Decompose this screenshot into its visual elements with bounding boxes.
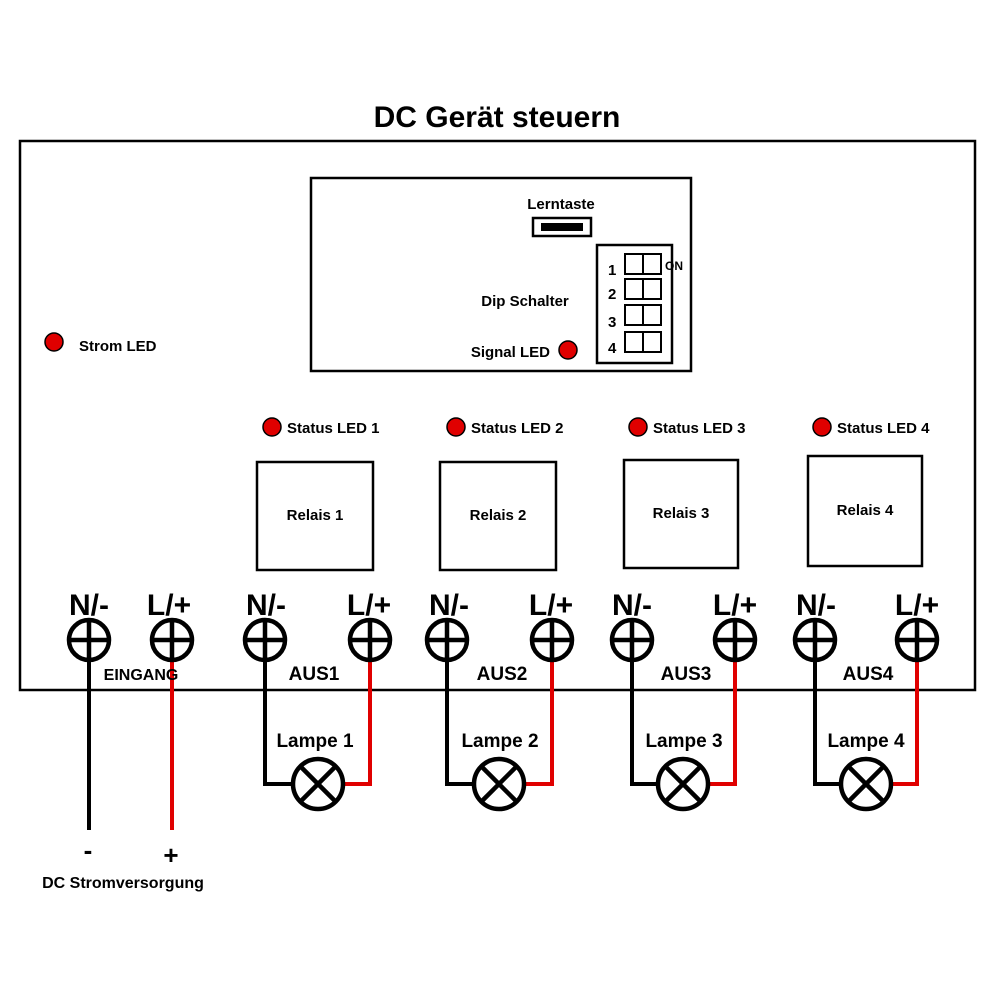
status-led-3: Status LED 3 — [628, 417, 746, 437]
relay-4: Relais 4 — [806, 454, 924, 568]
aus2-negative-wire — [445, 660, 475, 786]
aus3-positive-wire — [708, 660, 737, 786]
svg-text:Lampe 2: Lampe 2 — [461, 731, 538, 752]
status-led-2: Status LED 2 — [446, 417, 564, 437]
terminal-screw-icon — [149, 617, 195, 663]
signal-led — [558, 340, 578, 360]
dip-switch-4: 4 — [608, 331, 662, 357]
dip-switch-3: 3 — [608, 304, 662, 331]
svg-text:N/-: N/- — [429, 589, 469, 622]
terminal-screws — [66, 617, 940, 663]
svg-text:Status LED 3: Status LED 3 — [653, 420, 746, 437]
lamp-3: Lampe 3 — [645, 731, 723, 812]
aus4-positive-wire — [890, 660, 919, 786]
svg-text:Status LED 1: Status LED 1 — [287, 420, 380, 437]
svg-text:Relais 2: Relais 2 — [470, 507, 527, 524]
learn-button — [531, 216, 593, 238]
terminal-screw-icon — [792, 617, 838, 663]
terminal-screw-icon — [66, 617, 112, 663]
signal-led-label: Signal LED — [471, 344, 550, 361]
lamp-4: Lampe 4 — [827, 731, 905, 812]
lamp-icon — [290, 756, 346, 812]
svg-text:L/+: L/+ — [147, 589, 191, 622]
dip-switch-label: Dip Schalter — [481, 293, 569, 310]
svg-text:3: 3 — [608, 314, 616, 331]
terminal-screw-icon — [529, 617, 575, 663]
lamp-icon — [655, 756, 711, 812]
output-label-2: AUS2 — [477, 664, 528, 685]
svg-text:N/-: N/- — [612, 589, 652, 622]
lamp-icon — [838, 756, 894, 812]
terminal-labels: N/- L/+ N/- L/+ N/- L/+ N/- L/+ N/- L/+ — [69, 589, 939, 622]
svg-text:Lampe 3: Lampe 3 — [645, 731, 722, 752]
svg-text:Relais 4: Relais 4 — [837, 502, 894, 519]
relay-1: Relais 1 — [255, 460, 375, 572]
svg-text:Lampe 4: Lampe 4 — [827, 731, 905, 752]
svg-text:N/-: N/- — [796, 589, 836, 622]
svg-text:Relais 3: Relais 3 — [653, 505, 710, 522]
svg-text:Lampe 1: Lampe 1 — [276, 731, 354, 752]
terminal-screw-icon — [894, 617, 940, 663]
svg-text:L/+: L/+ — [713, 589, 757, 622]
wiring — [87, 660, 919, 830]
svg-text:L/+: L/+ — [347, 589, 391, 622]
supply-minus-sign: - — [84, 835, 93, 865]
svg-text:N/-: N/- — [246, 589, 286, 622]
aus1-negative-wire — [263, 660, 293, 786]
svg-text:Status LED 2: Status LED 2 — [471, 420, 564, 437]
dip-on-label: ON — [665, 259, 683, 273]
lamp-2: Lampe 2 — [461, 731, 539, 812]
supply-plus-sign: + — [163, 840, 178, 870]
status-led-1: Status LED 1 — [262, 417, 380, 437]
diagram-title: DC Gerät steuern — [374, 101, 621, 134]
svg-text:L/+: L/+ — [529, 589, 573, 622]
status-led-4: Status LED 4 — [812, 417, 930, 437]
output-label-3: AUS3 — [661, 664, 712, 685]
svg-text:4: 4 — [608, 340, 617, 357]
svg-text:2: 2 — [608, 286, 616, 303]
power-led-label: Strom LED — [79, 338, 157, 355]
svg-text:L/+: L/+ — [895, 589, 939, 622]
svg-text:1: 1 — [608, 262, 616, 279]
dip-switch-2: 2 — [608, 278, 662, 303]
aus2-positive-wire — [524, 660, 554, 786]
output-label-4: AUS4 — [843, 664, 894, 685]
aus4-negative-wire — [813, 660, 842, 786]
input-label: EINGANG — [104, 667, 179, 684]
terminal-screw-icon — [712, 617, 758, 663]
lamp-icon — [471, 756, 527, 812]
learn-button-label: Lerntaste — [527, 196, 595, 213]
aus3-negative-wire — [630, 660, 659, 786]
terminal-screw-icon — [347, 617, 393, 663]
relay-3: Relais 3 — [622, 458, 740, 570]
aus1-positive-wire — [343, 660, 372, 786]
terminal-screw-icon — [242, 617, 288, 663]
power-supply-label: DC Stromversorgung — [42, 875, 204, 892]
relay-2: Relais 2 — [438, 460, 558, 572]
lamp-1: Lampe 1 — [276, 731, 354, 812]
svg-text:Status LED 4: Status LED 4 — [837, 420, 930, 437]
power-led — [44, 332, 64, 352]
svg-text:N/-: N/- — [69, 589, 109, 622]
svg-text:Relais 1: Relais 1 — [287, 507, 344, 524]
terminal-screw-icon — [609, 617, 655, 663]
dip-switch-1: 1 — [608, 253, 662, 279]
terminal-screw-icon — [424, 617, 470, 663]
output-label-1: AUS1 — [289, 664, 340, 685]
